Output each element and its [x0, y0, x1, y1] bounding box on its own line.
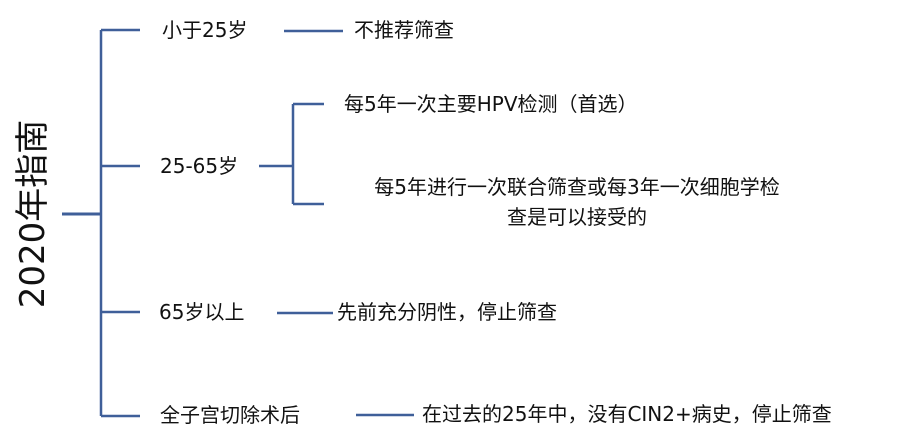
branch-3-recommendation: 先前充分阴性，停止筛查 [337, 300, 557, 324]
branch-2-option-2-line-1: 每5年进行一次联合筛查或每3年一次细胞学检 [374, 175, 780, 199]
branch-4-label: 全子宫切除术后 [160, 403, 300, 427]
branch-2-label: 25-65岁 [160, 154, 239, 178]
branch-1-recommendation: 不推荐筛查 [354, 18, 454, 42]
branch-4-recommendation: 在过去的25年中，没有CIN2+病史，停止筛查 [422, 402, 832, 426]
branch-2-option-1: 每5年一次主要HPV检测（首选） [344, 92, 638, 116]
branch-2-option-2: 每5年进行一次联合筛查或每3年一次细胞学检 查是可以接受的 [332, 172, 822, 232]
branch-2-option-2-line-2: 查是可以接受的 [507, 205, 647, 229]
branch-3-label: 65岁以上 [159, 300, 245, 324]
branch-1-label: 小于25岁 [162, 18, 248, 42]
root-title: 2020年指南 [13, 119, 53, 309]
